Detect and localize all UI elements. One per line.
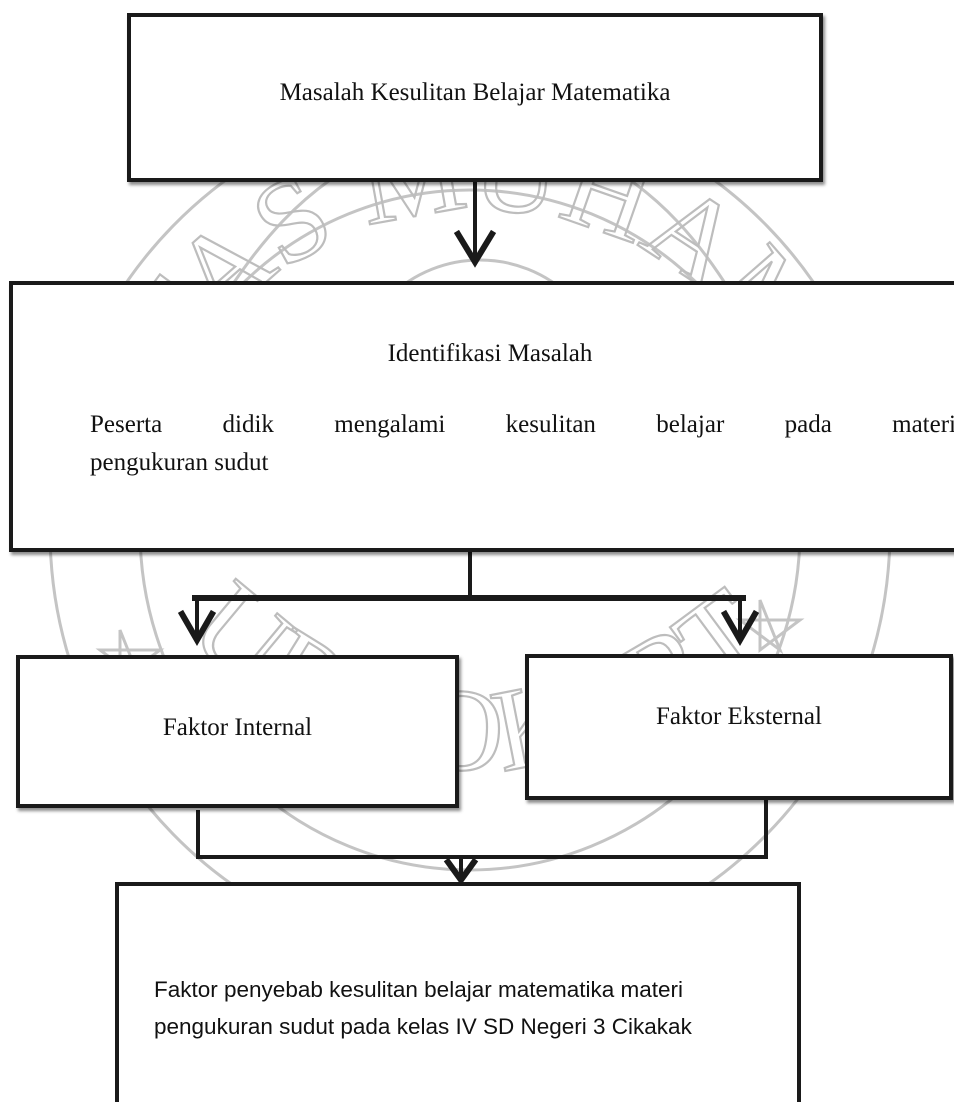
node-result-label: Faktor penyebab kesulitan belajar matema… <box>154 977 692 1039</box>
node-identification-title: Identifikasi Masalah <box>387 340 593 367</box>
node-identification: Identifikasi Masalah Peserta didik menga… <box>9 281 954 552</box>
node-problem: Masalah Kesulitan Belajar Matematika <box>127 13 823 182</box>
node-internal-factor: Faktor Internal <box>16 655 459 808</box>
node-identification-line1: Peserta didik mengalami kesulitan belaja… <box>90 411 954 438</box>
node-result: Faktor penyebab kesulitan belajar matema… <box>115 882 801 1102</box>
arrow-down-icon <box>443 857 479 886</box>
node-external-factor-label: Faktor Eksternal <box>656 703 822 730</box>
node-problem-label: Masalah Kesulitan Belajar Matematika <box>279 79 671 106</box>
arrow-down-icon <box>453 229 497 268</box>
node-external-factor: Faktor Eksternal <box>525 654 953 800</box>
node-identification-line2: pengukuran sudut <box>90 449 269 476</box>
arrow-down-icon <box>177 609 217 647</box>
arrow-down-icon <box>720 609 760 647</box>
node-internal-factor-label: Faktor Internal <box>162 714 313 741</box>
